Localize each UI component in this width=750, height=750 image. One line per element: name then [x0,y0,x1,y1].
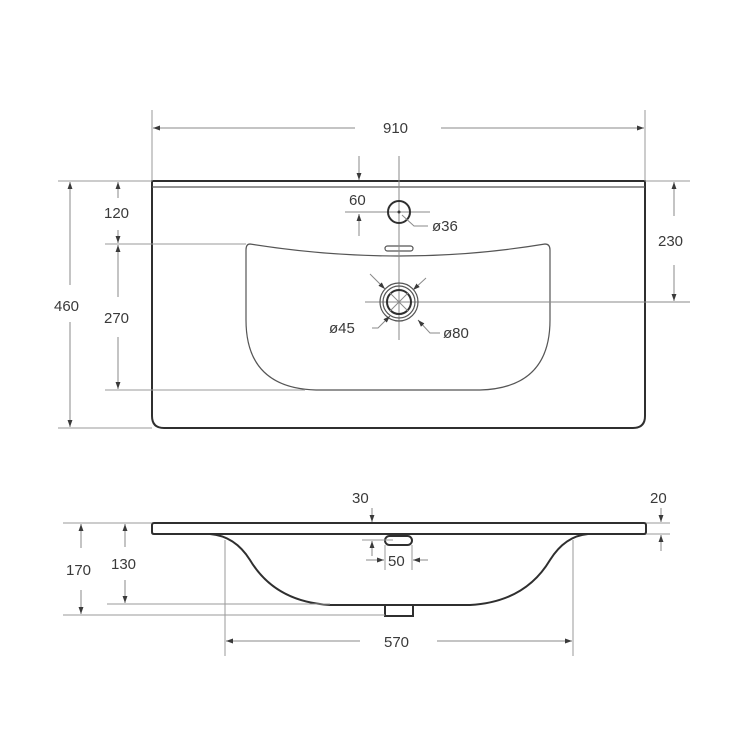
label-top-to-drain: 230 [658,233,683,250]
label-total-height: 170 [66,562,91,579]
label-overflow-width: 50 [388,553,405,570]
drain-leader-45 [372,315,391,329]
label-faucet-offset: 60 [349,192,366,209]
label-drain-outer-diameter: ø80 [443,325,469,342]
label-drain-inner-diameter: ø45 [329,320,355,337]
top-view: ø36 ø45 ø80 910 60 460 120 270 230 [54,110,690,429]
drain-outlet [384,604,414,617]
label-rim-thickness: 20 [650,490,667,507]
drain-dim-arrow-1 [369,273,386,290]
drain-middle [382,285,416,319]
label-overflow-offset: 30 [352,490,369,507]
drain-dim-arrow-2 [412,277,427,291]
faucet-hole [387,200,411,224]
label-bowl-height: 130 [111,556,136,573]
rim-slab [151,522,647,535]
label-faucet-diameter: ø36 [432,218,458,235]
side-view: 30 20 50 570 170 130 [63,490,670,656]
label-bowl-depth: 270 [104,310,129,327]
label-overall-depth: 460 [54,298,79,315]
label-overall-width: 910 [383,120,408,137]
faucet-leader [401,214,428,227]
drain-leader-80 [417,319,440,334]
basin-outline [151,180,646,429]
drain-inner [386,289,412,315]
label-bowl-width: 570 [384,634,409,651]
label-top-to-bowl: 120 [104,205,129,222]
bowl-outline [245,243,551,391]
drain-outer [379,282,419,322]
faucet-center-dot [397,210,401,214]
drain-cross-2 [389,292,409,312]
